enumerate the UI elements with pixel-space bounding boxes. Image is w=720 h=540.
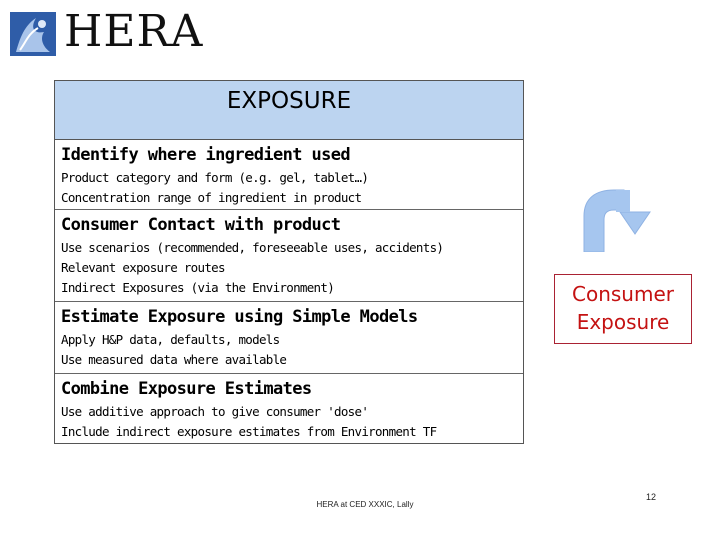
hera-logo: HERA bbox=[10, 6, 235, 57]
section-line: Relevant exposure routes bbox=[61, 260, 226, 275]
section-heading: Estimate Exposure using Simple Models bbox=[61, 307, 418, 327]
exposure-panel: EXPOSURE Identify where ingredient used … bbox=[54, 80, 524, 444]
section-line: Use measured data where available bbox=[61, 352, 287, 367]
hera-emblem-icon bbox=[10, 12, 56, 56]
callout-line: Consumer bbox=[572, 282, 674, 306]
callout-line: Exposure bbox=[576, 310, 670, 334]
section-line: Indirect Exposures (via the Environment) bbox=[61, 280, 335, 295]
section-line: Concentration range of ingredient in pro… bbox=[61, 190, 362, 205]
logo-wordmark: HERA bbox=[64, 6, 204, 57]
consumer-exposure-callout: Consumer Exposure bbox=[554, 274, 692, 344]
page-number: 12 bbox=[646, 492, 657, 502]
curved-arrow-icon bbox=[583, 189, 651, 252]
section-line: Use additive approach to give consumer '… bbox=[61, 404, 369, 419]
section-estimate-exposure: Estimate Exposure using Simple Models Ap… bbox=[55, 302, 523, 374]
footer-text: HERA at CED XXXIC, Lally bbox=[316, 500, 414, 509]
section-line: Apply H&P data, defaults, models bbox=[61, 332, 280, 347]
section-consumer-contact: Consumer Contact with product Use scenar… bbox=[55, 210, 523, 302]
section-heading: Identify where ingredient used bbox=[61, 145, 351, 165]
section-heading: Consumer Contact with product bbox=[61, 215, 341, 235]
section-line: Use scenarios (recommended, foreseeable … bbox=[61, 240, 444, 255]
section-line: Product category and form (e.g. gel, tab… bbox=[61, 170, 369, 185]
section-identify-usage: Identify where ingredient used Product c… bbox=[55, 140, 523, 210]
panel-title: EXPOSURE bbox=[55, 81, 523, 140]
section-heading: Combine Exposure Estimates bbox=[61, 379, 312, 399]
section-combine-estimates: Combine Exposure Estimates Use additive … bbox=[55, 374, 523, 444]
section-line: Include indirect exposure estimates from… bbox=[61, 424, 437, 439]
